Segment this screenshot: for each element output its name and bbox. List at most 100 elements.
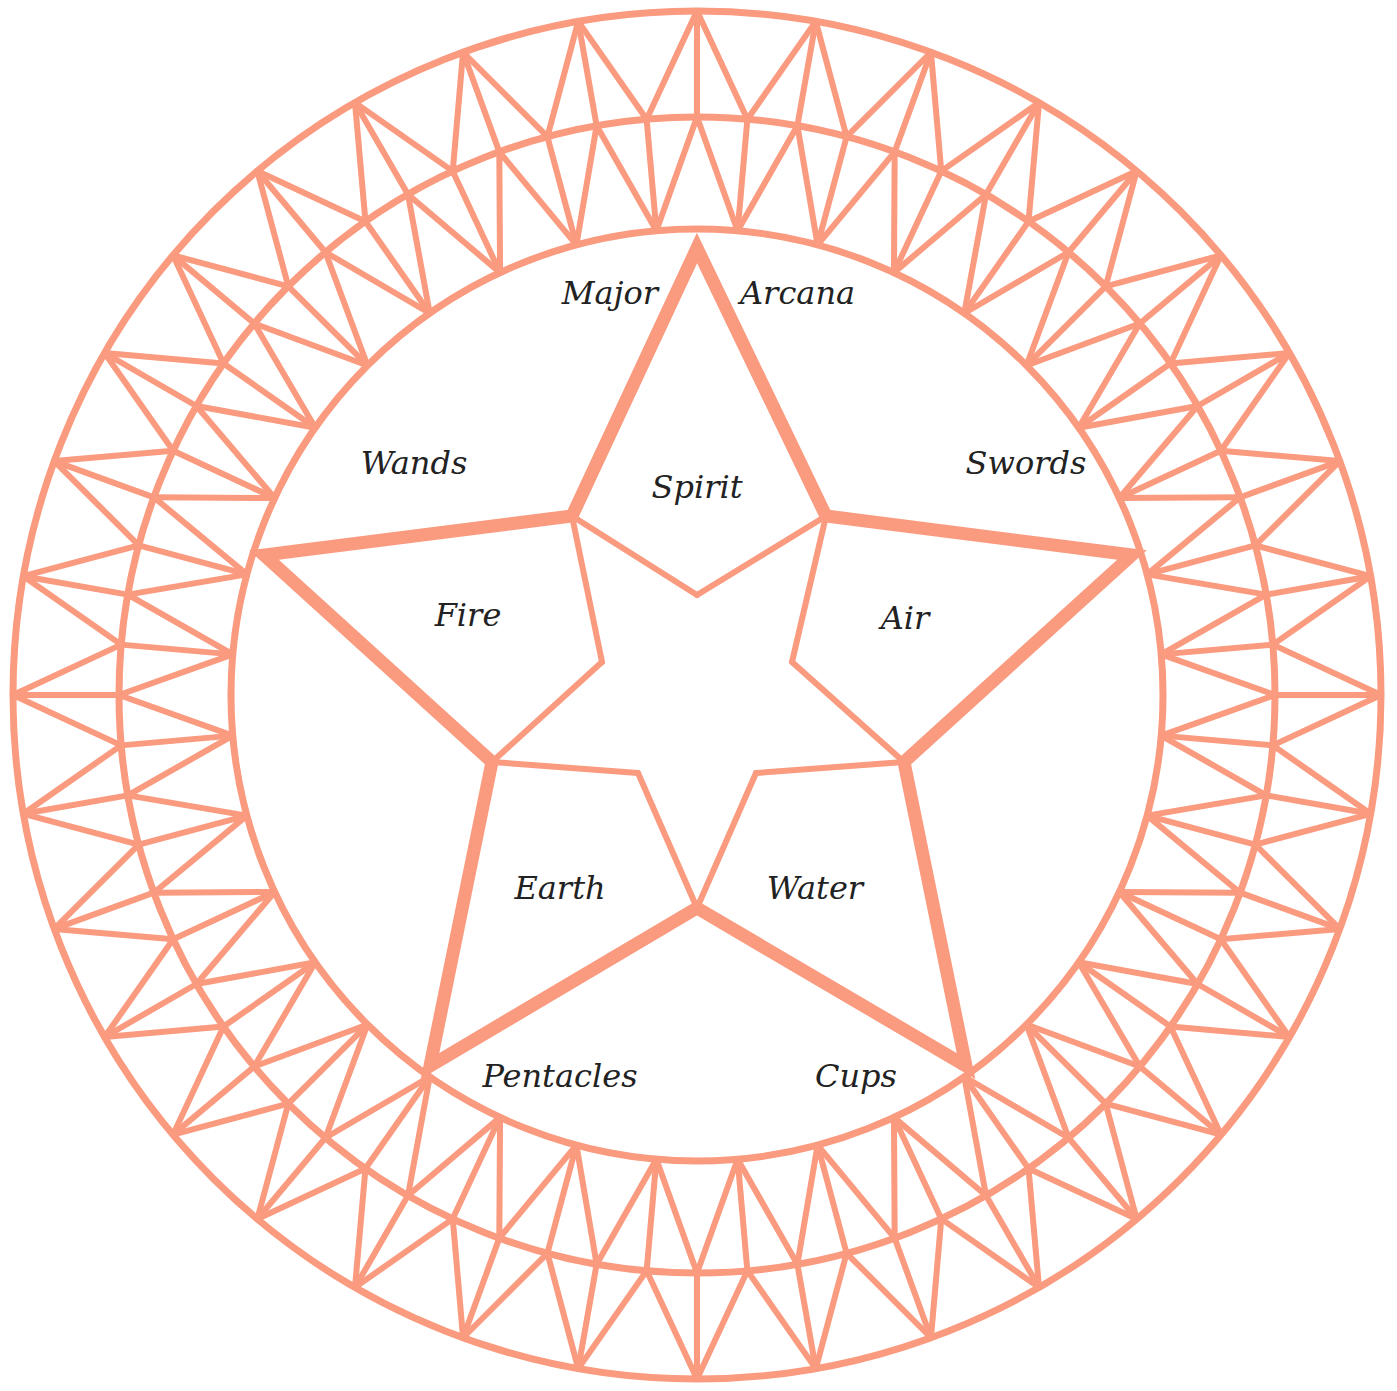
element-name: Water [767, 869, 863, 907]
ring-ornament [1027, 252, 1069, 365]
ring-ornament [1027, 1025, 1069, 1138]
ring-ornament [576, 1145, 596, 1264]
ring-ornament [1106, 1104, 1221, 1135]
ring-ornament [499, 1145, 576, 1238]
ring-ornament [105, 353, 174, 451]
ring-ornament [964, 252, 1068, 313]
ring-ornament [119, 654, 233, 695]
ring-ornament [1255, 814, 1370, 845]
ring-ornament [1161, 695, 1275, 736]
ring-ornament [173, 255, 224, 363]
ring-ornament [1161, 736, 1266, 796]
ring-ornament [738, 1159, 798, 1264]
star-divider [572, 516, 602, 662]
ring-ornament [738, 126, 798, 231]
ring-ornament [257, 1168, 365, 1219]
ring-ornament [816, 21, 847, 136]
ring-ornament [891, 1117, 898, 1238]
ring-ornament [196, 892, 274, 984]
ring-ornament [656, 1159, 697, 1273]
ring-ornament [1106, 171, 1137, 286]
ring-ornament [257, 171, 325, 252]
ring-ornament [453, 52, 463, 171]
star-divider [572, 516, 697, 595]
ring-ornament [818, 152, 895, 245]
ring-ornament [1198, 353, 1290, 406]
ring-ornament [1221, 939, 1290, 1037]
inner-disc [235, 233, 1159, 1157]
ring-ornament [453, 1219, 463, 1338]
ring-ornament [408, 1077, 430, 1196]
ring-ornament [254, 323, 315, 427]
star-divider [492, 662, 602, 762]
ring-ornament [105, 353, 224, 363]
ring-ornament [697, 11, 747, 119]
ring-ornament [1029, 103, 1039, 222]
ring-ornament [797, 21, 815, 125]
ring-ornament [355, 103, 453, 172]
ring-ornament [747, 1271, 815, 1369]
ring-ornament [895, 52, 931, 152]
ring-ornament [128, 574, 247, 594]
ring-ornament [1170, 255, 1221, 363]
star-divider [792, 516, 826, 662]
ring-ornament [697, 1159, 738, 1273]
ring-ornament [54, 451, 173, 461]
ring-ornament [173, 255, 288, 286]
ring-ornament [154, 816, 247, 893]
ring-ornament [173, 451, 275, 498]
ring-ornament [453, 1117, 500, 1219]
ring-ornament [23, 545, 138, 576]
ring-ornament [576, 126, 596, 245]
ring-ornament [355, 1219, 453, 1288]
ring-ornament [891, 152, 898, 273]
suit-label: Cups [815, 1057, 897, 1095]
ring-ornament [119, 695, 233, 736]
ring-ornament [1273, 576, 1371, 644]
suit-label: Major [562, 274, 658, 312]
ring-ornament [499, 152, 576, 245]
ring-ornament [941, 1219, 1039, 1288]
ring-ornament [257, 1104, 288, 1219]
ring-ornament [105, 984, 197, 1037]
ring-ornament [254, 323, 367, 365]
ring-ornament [496, 152, 503, 273]
ring-ornament [1079, 962, 1140, 1066]
star-divider [756, 762, 904, 773]
ring-ornament [1273, 695, 1381, 745]
ring-ornament [1221, 451, 1340, 461]
ring-ornament [1170, 1027, 1221, 1135]
ring-ornament [656, 117, 697, 231]
ring-ornament [54, 929, 173, 939]
ring-ornament [173, 892, 275, 939]
ring-ornament [597, 126, 657, 231]
ring-ornament [694, 1273, 700, 1379]
element-name: Earth [514, 869, 605, 907]
ring-ornament [13, 695, 121, 745]
ring-ornament [254, 962, 315, 1066]
ring-ornament [23, 814, 138, 845]
star-point: Air [873, 595, 938, 641]
ring-ornament [1221, 353, 1290, 451]
ring-ornament [1273, 645, 1381, 695]
ring-ornament [1119, 406, 1197, 498]
ring-ornament [931, 1219, 941, 1338]
ring-ornament [408, 194, 500, 272]
ring-ornament [105, 939, 174, 1037]
ring-ornament [154, 497, 247, 574]
ring-ornament [1240, 893, 1340, 929]
element-name: Air [881, 599, 930, 637]
ring-ornament [647, 1271, 697, 1379]
ring-ornament [173, 1067, 254, 1135]
ring-ornament [941, 103, 1039, 172]
ring-ornament [547, 1253, 578, 1368]
ring-ornament [1029, 171, 1137, 222]
ring-ornament [1119, 451, 1221, 498]
ring-ornament [986, 1196, 1039, 1288]
star-point: Earth [506, 865, 613, 911]
ring-ornament [23, 745, 121, 813]
suit-label: Wands [361, 444, 468, 482]
ring-ornament [1161, 654, 1275, 695]
ring-ornament [355, 1168, 365, 1287]
